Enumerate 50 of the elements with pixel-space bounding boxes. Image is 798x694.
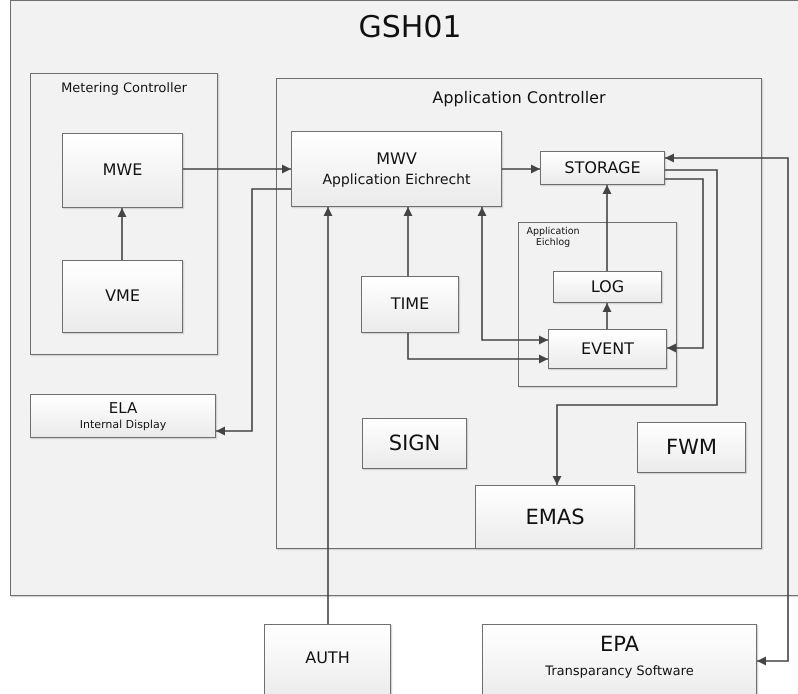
component-box: [548, 329, 667, 369]
box-title: Application Eichlog: [525, 227, 581, 249]
box-title: LOG: [590, 278, 624, 296]
box-title: EPA: [600, 632, 639, 657]
component-box: [62, 133, 183, 208]
box-title: EMAS: [525, 504, 585, 530]
component-box: [482, 624, 757, 694]
box-subtitle: Application Eichrecht: [322, 172, 471, 188]
box-title: EVENT: [581, 340, 634, 358]
component-box: [291, 131, 502, 207]
component-box: [540, 151, 665, 185]
arrow: [665, 178, 704, 352]
component-box: [362, 418, 467, 469]
component-box: [637, 422, 746, 473]
box-title: Application Controller: [432, 89, 606, 108]
box-title: STORAGE: [564, 158, 641, 178]
box-title: ELA: [108, 400, 138, 418]
box-title: MWV: [376, 150, 417, 168]
arrow: [183, 164, 291, 174]
box-title: MWE: [102, 161, 142, 180]
box-title: VME: [105, 287, 140, 306]
arrow: [404, 207, 412, 276]
component-box: [361, 276, 459, 333]
arrow: [407, 333, 548, 364]
component-box: [475, 485, 635, 549]
arrow: [118, 208, 126, 260]
arrow: [665, 154, 789, 666]
arrow: [552, 169, 718, 485]
container-box: [10, 0, 798, 596]
arrow: [216, 188, 291, 436]
container-box: [30, 73, 218, 355]
box-title: Metering Controller: [61, 82, 187, 97]
box-subtitle: Internal Display: [80, 419, 166, 432]
box-title: TIME: [390, 295, 430, 314]
arrow: [602, 303, 612, 329]
component-box: [62, 260, 183, 333]
box-title: FWM: [666, 435, 717, 460]
arrow: [502, 164, 540, 174]
container-box: [276, 78, 762, 549]
container-box: [518, 222, 677, 387]
component-box: [30, 394, 216, 438]
box-title: AUTH: [305, 648, 350, 668]
box-title: SIGN: [388, 431, 440, 456]
component-box: [553, 271, 662, 303]
arrow: [602, 185, 612, 271]
arrow: [324, 207, 332, 624]
box-subtitle: Transparancy Software: [545, 664, 694, 680]
arrow: [478, 207, 548, 344]
box-title: GSH01: [358, 11, 462, 46]
component-box: [264, 624, 391, 694]
